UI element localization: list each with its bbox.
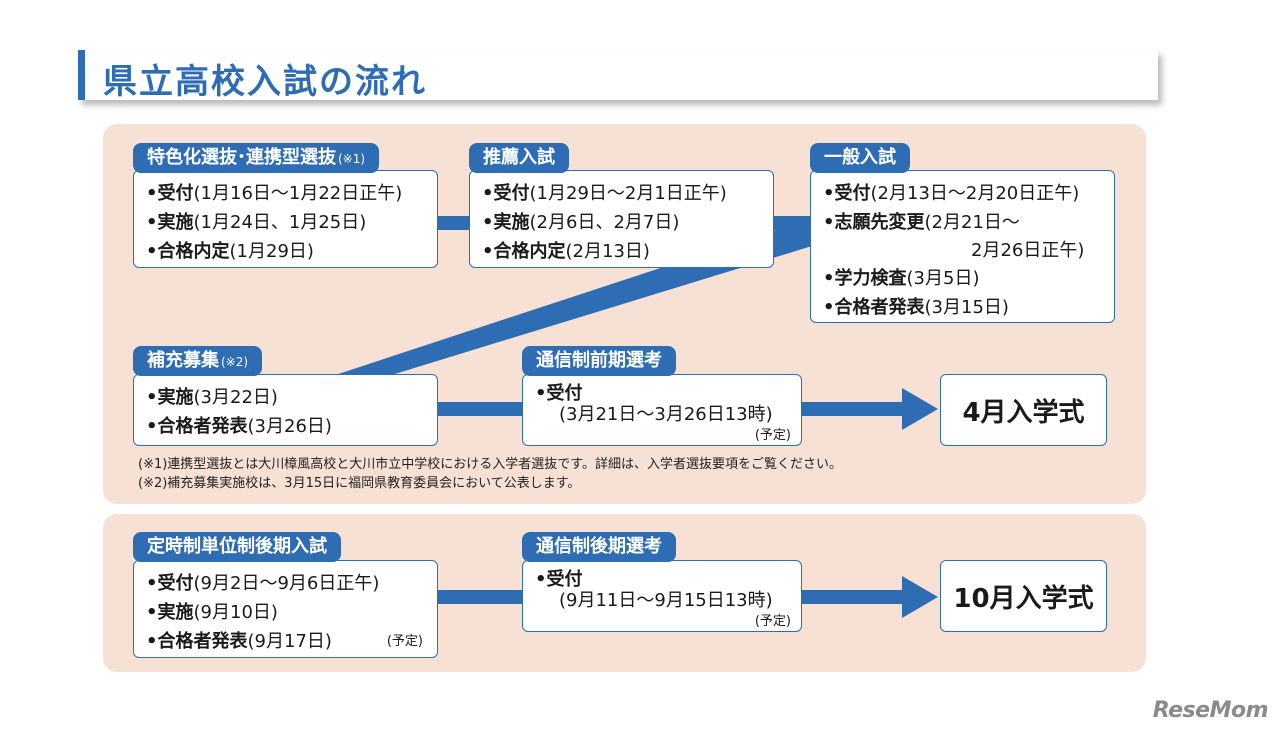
stage-label-hoju: 補充募集(※2): [133, 346, 263, 376]
resemom-logo: ReseMom: [1152, 698, 1269, 723]
list-item: •実施(9月10日): [146, 602, 278, 623]
stage-label-tokushoku: 特色化選抜･連携型選抜(※1): [133, 143, 380, 173]
connector-tokushoku-suisen: [436, 216, 472, 230]
page-title: 県立高校入試の流れ: [103, 62, 427, 102]
list-item: •受付(1月16日～1月22日正午): [146, 183, 403, 204]
stage-label-tsushin-zenki: 通信制前期選考: [522, 346, 676, 376]
list-item: •受付: [535, 383, 583, 404]
stage-card-ippan: •受付(2月13日～2月20日正午) •志願先変更(2月21日～ 2月26日正午…: [810, 170, 1115, 323]
list-item: •受付(9月2日～9月6日正午): [146, 573, 380, 594]
tentative-label: (予定): [754, 428, 791, 443]
list-item: •実施(3月22日): [146, 387, 278, 408]
list-item: •実施(1月24日、1月25日): [146, 212, 367, 233]
connector-teiji-tsushin: [436, 590, 524, 604]
stage-card-hoju: •実施(3月22日) •合格者発表(3月26日): [133, 374, 438, 446]
footnote-1: (※1)連携型選抜とは大川樟風高校と大川市立中学校における入学者選抜です。詳細は…: [138, 457, 843, 472]
april-ceremony-box: 4月入学式: [940, 374, 1107, 446]
tentative-label: (予定): [386, 634, 423, 649]
list-item: •受付(2月13日～2月20日正午): [823, 183, 1080, 204]
stage-label-tsushin-koki: 通信制後期選考: [522, 532, 676, 562]
stage-card-tokushoku: •受付(1月16日～1月22日正午) •実施(1月24日、1月25日) •合格内…: [133, 170, 438, 268]
stage-label-teiji: 定時制単位制後期入試: [133, 532, 341, 562]
list-item: •合格内定(1月29日): [146, 241, 314, 262]
arrow-to-april-ceremony: [800, 388, 938, 430]
list-item: •学力検査(3月5日): [823, 268, 980, 289]
list-item: •合格者発表(9月17日): [146, 631, 332, 652]
list-item: •受付(1月29日～2月1日正午): [482, 183, 727, 204]
arrow-to-october-ceremony: [800, 576, 938, 618]
connector-hoju-tsushin: [436, 402, 524, 416]
tentative-label: (予定): [754, 614, 791, 629]
title-bar: 県立高校入試の流れ: [78, 50, 1158, 102]
list-item: •合格内定(2月13日): [482, 241, 650, 262]
october-ceremony-box: 10月入学式: [940, 560, 1107, 632]
list-item: •受付: [535, 569, 583, 590]
list-item: •合格者発表(3月26日): [146, 416, 332, 437]
stage-card-tsushin-koki: •受付 (9月11日～9月15日13時) (予定): [522, 560, 802, 632]
list-item: •実施(2月6日、2月7日): [482, 212, 680, 233]
list-item-continuation: 2月26日正午): [971, 240, 1085, 261]
list-item-dates: (9月11日～9月15日13時): [559, 590, 773, 611]
stage-label-ippan: 一般入試: [810, 143, 910, 173]
stage-card-suisen: •受付(1月29日～2月1日正午) •実施(2月6日、2月7日) •合格内定(2…: [469, 170, 774, 268]
list-item: •志願先変更(2月21日～: [823, 212, 1020, 233]
list-item: •合格者発表(3月15日): [823, 297, 1009, 318]
stage-label-suisen: 推薦入試: [469, 143, 569, 173]
stage-card-teiji: •受付(9月2日～9月6日正午) •実施(9月10日) •合格者発表(9月17日…: [133, 560, 438, 658]
footnote-2: (※2)補充募集実施校は、3月15日に福岡県教育委員会において公表します。: [138, 476, 581, 491]
stage-card-tsushin-zenki: •受付 (3月21日～3月26日13時) (予定): [522, 374, 802, 446]
list-item-dates: (3月21日～3月26日13時): [559, 404, 773, 425]
